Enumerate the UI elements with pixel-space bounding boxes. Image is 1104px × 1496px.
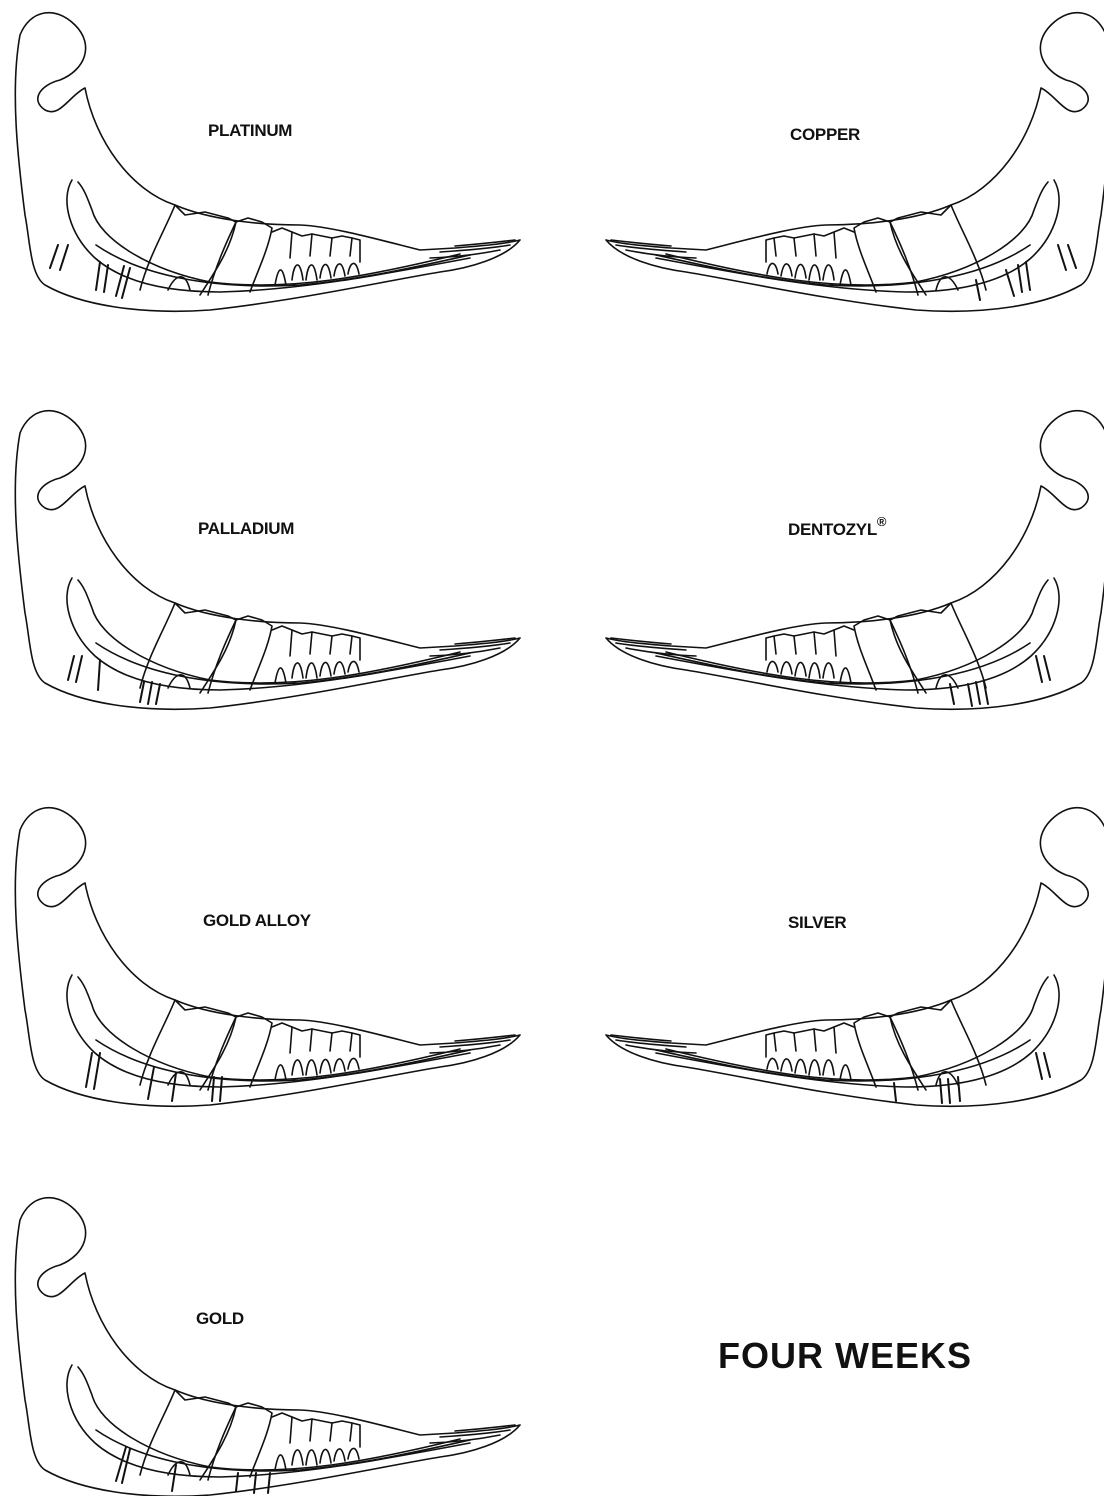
panel-gold: GOLD bbox=[15, 1198, 520, 1496]
panel-gold-alloy: GOLD ALLOY bbox=[15, 808, 520, 1107]
panel-label-silver: SILVER bbox=[788, 913, 846, 932]
panel-silver: SILVER bbox=[606, 808, 1104, 1107]
panel-dentozyl: DENTOZYL® bbox=[606, 411, 1104, 710]
panel-label-palladium: PALLADIUM bbox=[198, 519, 294, 538]
figure-title: FOUR WEEKS bbox=[718, 1335, 972, 1376]
registered-mark: ® bbox=[877, 514, 887, 529]
panel-label-dentozyl: DENTOZYL® bbox=[788, 514, 887, 539]
panel-copper: COPPER bbox=[606, 13, 1104, 312]
panel-label-copper: COPPER bbox=[790, 125, 860, 144]
panel-platinum: PLATINUM bbox=[15, 13, 520, 312]
panel-label-gold: GOLD bbox=[196, 1309, 244, 1328]
panel-label-platinum: PLATINUM bbox=[208, 121, 292, 140]
panel-label-gold-alloy: GOLD ALLOY bbox=[203, 911, 312, 930]
panel-palladium: PALLADIUM bbox=[15, 411, 520, 710]
